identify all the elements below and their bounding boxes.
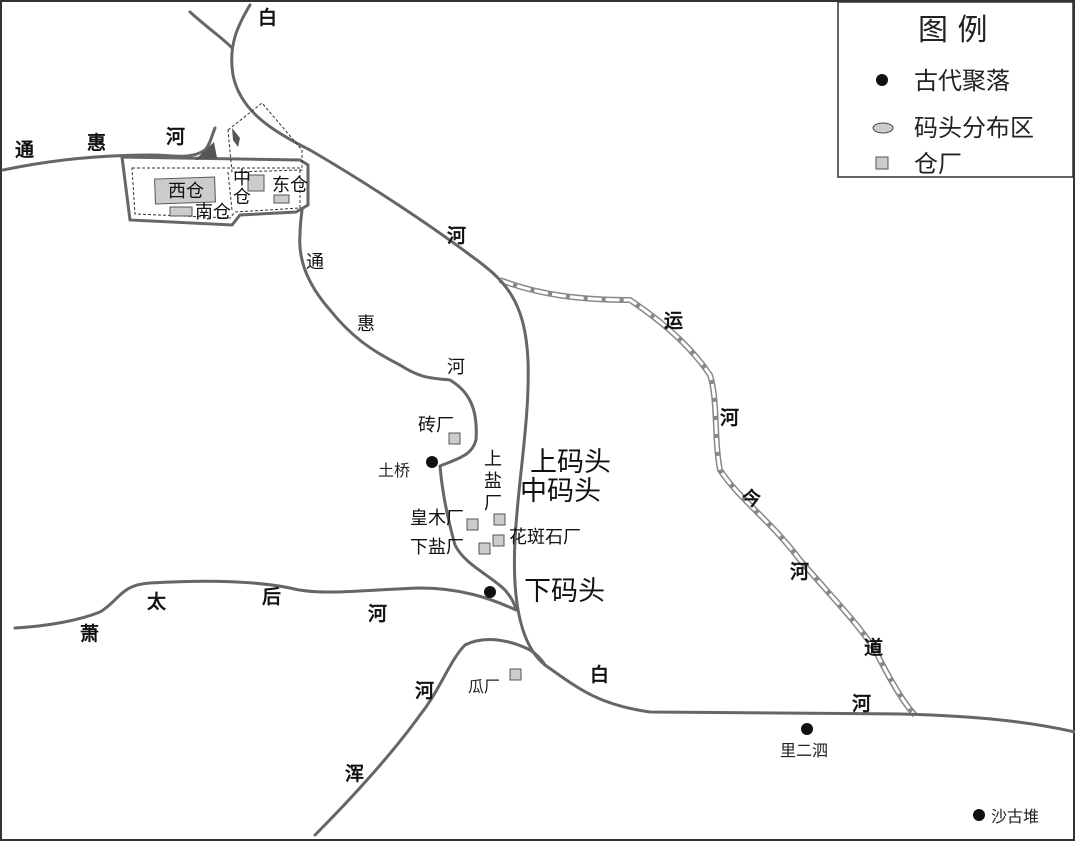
factory-square xyxy=(492,534,505,547)
tonghui-river-label: 惠 xyxy=(87,132,106,154)
xiaotaihou-river-label: 太 xyxy=(147,590,167,613)
hun-river-label: 浑 xyxy=(345,763,364,785)
factory-square xyxy=(493,513,506,526)
hun-river xyxy=(313,638,547,837)
middle-granary-label-1: 中 xyxy=(233,168,251,189)
marble-factory-label: 花斑石厂 xyxy=(509,527,581,548)
xiaotaihou-river-label: 后 xyxy=(262,586,281,608)
bai-river xyxy=(188,3,1075,734)
factory-square xyxy=(466,518,479,531)
middle-granary-label-2: 仓 xyxy=(233,187,251,208)
xiaotaihou-river xyxy=(13,579,518,630)
bai-river-label: 白 xyxy=(590,663,609,686)
xiaotaihou-river-label: 萧 xyxy=(80,623,99,645)
upper-dock-label: 上码头 xyxy=(530,447,611,478)
tonghui-river-label: 惠 xyxy=(357,314,375,335)
settlement-dot xyxy=(484,586,496,598)
lower-salt-factory-label: 下盐厂 xyxy=(410,537,464,558)
bai-river-label: 河 xyxy=(447,225,466,247)
settlement-dot xyxy=(973,809,985,821)
melon-factory-label: 瓜厂 xyxy=(468,677,500,696)
upper-salt-factory-label: 上 xyxy=(484,449,502,470)
canal-label: 河 xyxy=(852,693,871,715)
settlement-dot xyxy=(426,456,438,468)
factory-square xyxy=(509,668,522,681)
factory-square xyxy=(448,432,461,445)
dock-area-legend-icon xyxy=(872,122,894,134)
imperial-timber-factory-label: 皇木厂 xyxy=(410,508,464,529)
upper-salt-factory-label: 盐 xyxy=(484,471,502,492)
settlement-label-shagudui: 沙古堆 xyxy=(991,807,1039,826)
legend-label-dock-area: 码头分布区 xyxy=(914,114,1034,142)
xiaotaihou-river-label: 河 xyxy=(368,603,387,625)
south-granary-label: 南仓 xyxy=(195,202,231,223)
canal-label: 今 xyxy=(741,487,761,510)
canal-label: 河 xyxy=(790,561,809,583)
east-granary-label: 东仓 xyxy=(272,175,308,196)
legend-label-settlement: 古代聚落 xyxy=(914,67,1010,95)
tonghui-river-upper xyxy=(1,126,217,172)
tonghui-river-label: 通 xyxy=(306,252,324,273)
canal-current-riverbed xyxy=(498,277,918,718)
middle-dock-label: 中码头 xyxy=(520,476,601,507)
canal-label: 河 xyxy=(720,407,739,429)
upper-salt-factory-label: 厂 xyxy=(484,493,502,514)
settlement-label-lierersi: 里二泗 xyxy=(780,741,828,760)
legend: 图 例 古代聚落 码头分布区 仓厂 xyxy=(837,1,1074,178)
tonghui-river xyxy=(298,163,518,612)
settlement-legend-icon xyxy=(876,74,888,86)
west-granary-label: 西仓 xyxy=(168,181,204,202)
hun-river-label: 河 xyxy=(415,680,434,702)
brick-factory-label: 砖厂 xyxy=(418,415,454,436)
granary-compound: 西仓 中 仓 东仓 南仓 xyxy=(120,102,310,227)
lower-dock-label: 下码头 xyxy=(524,576,605,607)
settlement-label-tuqiao: 土桥 xyxy=(378,461,410,480)
legend-label-granary-factory: 仓厂 xyxy=(914,150,962,178)
legend-title: 图 例 xyxy=(918,13,988,48)
canal-label: 运 xyxy=(664,310,683,332)
tonghui-river-label: 河 xyxy=(447,357,465,378)
tonghui-river-label: 通 xyxy=(15,139,35,161)
bai-river-label: 白 xyxy=(258,6,277,29)
tonghui-river-label: 河 xyxy=(166,126,185,148)
granary-factory-legend-icon xyxy=(875,156,889,170)
factory-square xyxy=(478,542,491,555)
canal-label: 道 xyxy=(864,636,883,659)
settlement-dot xyxy=(801,723,813,735)
